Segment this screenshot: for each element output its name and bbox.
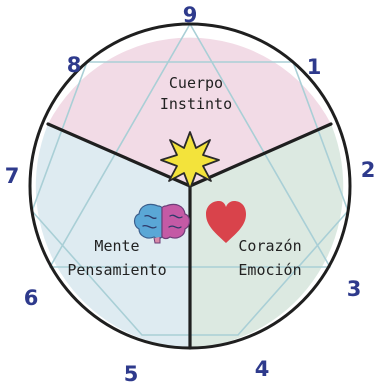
- point-label-4: 4: [255, 357, 270, 381]
- point-label-6: 6: [24, 286, 39, 310]
- point-label-8: 8: [67, 53, 82, 77]
- heart-center-sector: [190, 124, 344, 348]
- head-center-sector: [35, 124, 190, 348]
- point-label-2: 2: [361, 158, 376, 182]
- divider-right: [188, 122, 333, 188]
- head-center-label-line1: Mente: [94, 237, 139, 255]
- point-label-9: 9: [183, 3, 198, 27]
- body-center-label-line1: Cuerpo: [169, 74, 223, 92]
- brain-icon: [133, 203, 191, 244]
- point-label-1: 1: [307, 55, 322, 79]
- heart-icon: [206, 201, 246, 243]
- center-dividers: [46, 122, 333, 350]
- body-center-label-line2: Instinto: [160, 95, 232, 113]
- star-burst-icon: [160, 131, 220, 190]
- heart-center-label-line1: Corazón: [238, 237, 301, 255]
- heart-center-label-line2: Emoción: [238, 261, 301, 279]
- head-center-label-line2: Pensamiento: [67, 261, 166, 279]
- divider-left: [46, 122, 192, 188]
- point-label-3: 3: [347, 277, 362, 301]
- point-label-7: 7: [5, 164, 20, 188]
- point-label-5: 5: [124, 362, 139, 384]
